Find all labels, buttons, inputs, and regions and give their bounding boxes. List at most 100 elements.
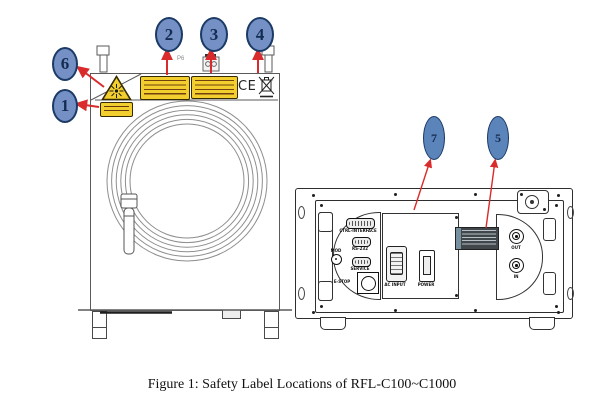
power-label: POWER — [417, 282, 435, 287]
power-switch — [419, 250, 435, 282]
ac-input-pins — [390, 252, 403, 275]
callout-bubble-4: 4 — [246, 17, 274, 52]
rear-hinge-bottom — [543, 272, 556, 295]
screw — [520, 193, 523, 196]
water-out-connector — [509, 229, 524, 244]
callout-bubble-3: 3 — [200, 17, 228, 52]
screw — [394, 309, 397, 312]
connector-pins — [355, 240, 368, 244]
warning-label-2-text-lines — [144, 80, 186, 96]
rear-hinge-top — [543, 218, 556, 241]
ac-input-label: AC INPUT — [384, 282, 406, 287]
p6-marking: P6 — [177, 56, 185, 62]
water-in-connector — [509, 258, 524, 273]
callout-number: 1 — [60, 96, 70, 115]
ctrl-interface-connector — [346, 218, 375, 229]
weee-icon — [258, 76, 275, 98]
foot-detail-line — [92, 327, 107, 329]
connector-ring — [360, 275, 376, 291]
power-rocker — [423, 256, 431, 275]
chassis-foot-left — [92, 311, 107, 339]
screw — [557, 194, 560, 197]
screw — [557, 311, 560, 314]
ac-input-connector — [386, 246, 407, 282]
screw — [474, 309, 477, 312]
service-connector — [352, 257, 371, 267]
screw — [455, 216, 458, 219]
connector-dot — [515, 264, 518, 267]
screw — [312, 194, 315, 197]
mod-connector — [331, 254, 342, 265]
warning-label-1 — [100, 102, 133, 117]
screw — [543, 208, 546, 211]
service-label: SERVICE — [350, 266, 370, 271]
nameplate-text-lines — [462, 230, 496, 247]
arrow-to-callout-1 — [74, 99, 100, 112]
rack-slot — [298, 206, 305, 219]
screw — [320, 204, 323, 207]
feedthrough-ring — [525, 195, 539, 209]
callout-number: 2 — [164, 24, 174, 44]
connector-pins — [349, 221, 372, 226]
screw — [555, 204, 558, 207]
arrow-to-callout-5 — [485, 158, 499, 229]
rack-slot — [567, 206, 574, 219]
callout-bubble-1: 1 — [52, 89, 78, 123]
callout-bubble-5: 5 — [487, 116, 509, 160]
connector-pins — [355, 260, 368, 264]
warning-label-3-text-lines — [195, 80, 234, 95]
callout-number: 5 — [495, 130, 501, 145]
rack-slot — [298, 287, 305, 300]
callout-bubble-2: 2 — [155, 17, 183, 52]
rear-recessed-panel — [315, 200, 564, 313]
warning-label-3 — [191, 76, 238, 99]
callout-bubble-7: 7 — [423, 116, 445, 160]
ce-mark: CE — [238, 79, 257, 94]
rack-slot — [567, 287, 574, 300]
screw — [474, 193, 477, 196]
product-nameplate-label — [455, 227, 499, 250]
laser-starburst-icon — [109, 84, 124, 98]
figure-caption: Figure 1: Safety Label Locations of RFL-… — [147, 377, 457, 392]
screw — [455, 294, 458, 297]
warning-label-2 — [140, 76, 190, 100]
callout-number: 3 — [209, 24, 219, 44]
rs232-label: RS-232 — [352, 246, 368, 251]
laser-warning-triangle-label — [101, 74, 132, 101]
estop-connector — [357, 272, 379, 294]
lifting-eyebolt-left — [96, 45, 110, 73]
screw — [555, 305, 558, 308]
ctrl-interface-label: CTRL-INTERFACE — [339, 228, 377, 233]
foot-detail-line — [264, 327, 279, 329]
rs232-connector — [352, 237, 371, 247]
screw — [394, 193, 397, 196]
estop-label: E-STOP — [333, 279, 351, 284]
callout-number: 4 — [255, 24, 265, 44]
warning-label-1-text-lines — [104, 105, 129, 114]
connector-ring — [512, 232, 521, 241]
handle-cap — [318, 281, 333, 301]
nameplate-edge — [456, 228, 461, 249]
water-out-label: OUT — [511, 245, 521, 250]
handle-cap — [318, 212, 333, 232]
callout-bubble-6: 6 — [52, 47, 78, 81]
mod-label: MOD — [330, 248, 342, 253]
callout-number: 7 — [431, 130, 437, 145]
feedthrough-dot — [529, 199, 534, 204]
connector-dot — [515, 235, 518, 238]
fiber-output-connector — [120, 193, 138, 255]
callout-number: 6 — [60, 54, 70, 73]
chassis-bottom-tab — [222, 310, 241, 319]
screw — [312, 311, 315, 314]
connector-ring — [512, 261, 521, 270]
screw — [320, 305, 323, 308]
water-in-label: IN — [513, 274, 519, 279]
rear-foot-right — [529, 317, 555, 330]
rear-foot-left — [320, 317, 346, 330]
fiber-coil — [106, 100, 268, 262]
arrow-to-callout-6 — [75, 65, 105, 88]
arrow-to-callout-7 — [413, 158, 432, 211]
